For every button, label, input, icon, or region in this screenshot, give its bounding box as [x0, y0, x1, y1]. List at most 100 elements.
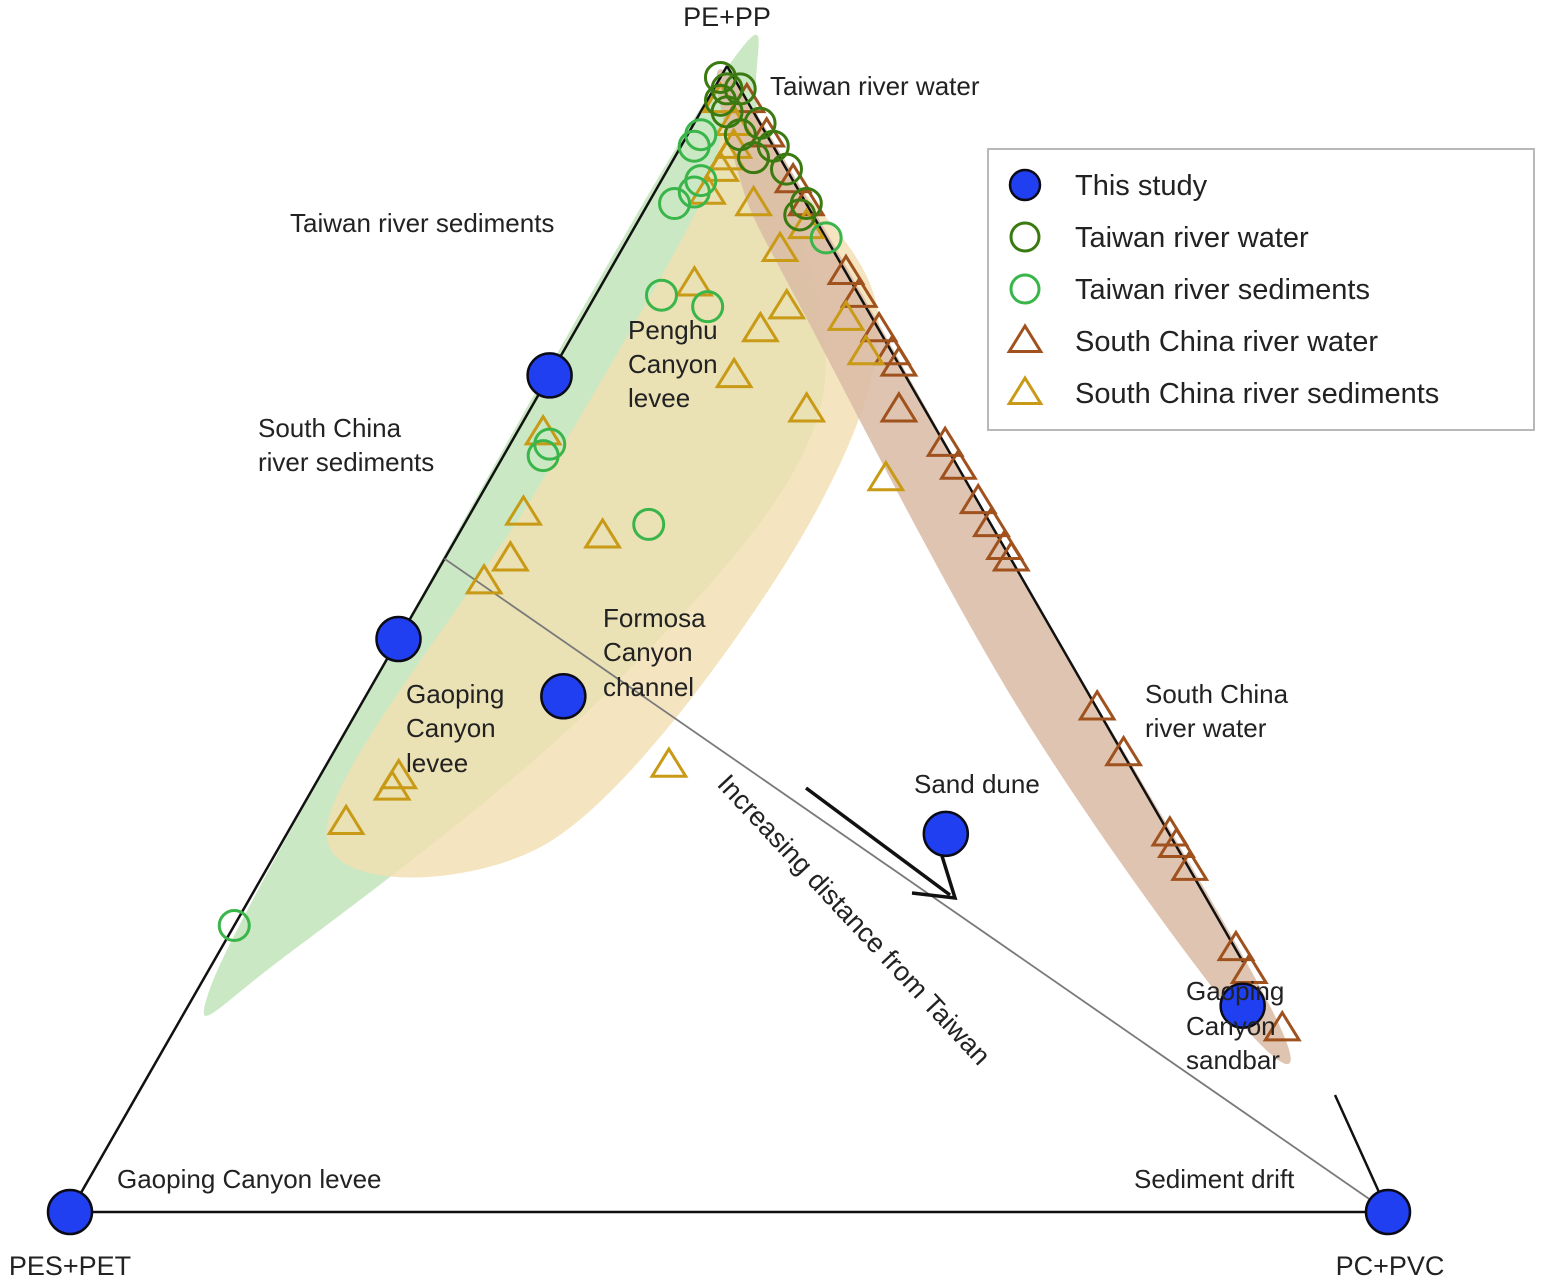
point-tw-sed-2	[677, 129, 711, 163]
annotation-formosa-line3: channel	[603, 672, 694, 702]
point-sc-water-9	[879, 345, 919, 377]
legend-marker-sc-sed	[1006, 375, 1044, 405]
point-sc-sed-19	[504, 494, 543, 526]
annotation-gaoping-canyon-levee-base: Gaoping Canyon levee	[117, 1164, 382, 1194]
legend-box	[987, 148, 1535, 431]
point-sc-water-20	[1156, 826, 1196, 858]
annotation-sc-water-line1: South China	[1145, 679, 1289, 709]
reference-line-layer	[443, 558, 1389, 1213]
point-tw-water-10	[769, 152, 803, 186]
point-sc-water-14	[971, 505, 1011, 538]
point-sc-sed-23	[649, 746, 689, 778]
legend-symbols	[1006, 168, 1044, 405]
legend-marker-tw-sed	[1009, 273, 1041, 305]
point-sc-sed-7	[734, 184, 774, 217]
point-sc-water-3	[773, 161, 813, 194]
annotation-sc-sediments-line1: South China	[258, 413, 402, 443]
point-sc-sed-6	[687, 173, 727, 205]
legend-label-taiwan-river-water: Taiwan river water	[1075, 222, 1309, 254]
annotation-taiwan-river-sediments: Taiwan river sediments	[290, 208, 554, 238]
annotation-gaoping-levee-line3: levee	[406, 748, 468, 778]
legend-label-this-study: This study	[1075, 170, 1208, 202]
annotation-penghu-line3: levee	[628, 383, 690, 413]
distance-arrow	[804, 786, 958, 901]
annotation-formosa-line2: Canyon	[603, 637, 693, 667]
arrow-shaft	[804, 786, 952, 897]
point-sc-sed-26	[326, 803, 366, 836]
legend-label-south-china-river-sediments: South China river sediments	[1075, 378, 1439, 410]
legend-marker-tw-water	[1009, 221, 1041, 253]
vertex-label-top: PE+PP	[683, 2, 771, 32]
point-sc-sed-10	[674, 264, 714, 297]
point-this-study-6	[46, 1188, 94, 1236]
band-sc-water-band	[716, 69, 1291, 1065]
point-sc-water-5	[826, 253, 866, 285]
point-this-study-2	[540, 673, 587, 720]
point-sc-water-24	[1262, 1009, 1302, 1042]
annotation-gaoping-sandbar-line3: sandbar	[1186, 1045, 1280, 1075]
point-sc-sed-13	[740, 310, 780, 343]
annotation-gaoping-sandbar-line1: Gaoping	[1186, 976, 1284, 1006]
point-sc-water-22	[1216, 929, 1256, 962]
annotation-gaoping-levee-line2: Canyon	[406, 713, 496, 743]
annotation-penghu-line2: Canyon	[628, 349, 718, 379]
point-tw-water-9	[737, 141, 771, 175]
point-sc-water-11	[925, 425, 965, 457]
point-this-study-7	[1364, 1188, 1412, 1236]
point-tw-sed-9	[526, 439, 560, 473]
annotation-sand-dune: Sand dune	[914, 769, 1040, 799]
point-sc-sed-20	[583, 517, 623, 549]
point-tw-sed-10	[632, 507, 666, 541]
point-tw-sed-6	[645, 278, 678, 312]
point-sc-sed-5	[701, 150, 741, 182]
point-this-study-4	[922, 810, 970, 858]
point-sc-water-12	[938, 448, 978, 480]
point-sc-water-13	[958, 482, 998, 515]
annotation-penghu-line1: Penghu	[628, 315, 718, 345]
point-sc-water-7	[859, 310, 899, 343]
point-sc-sed-16	[787, 390, 827, 423]
legend-marker-sc-water	[1006, 323, 1044, 353]
point-tw-sed-12	[809, 221, 843, 255]
point-sc-water-16	[991, 539, 1031, 572]
point-sc-sed-12	[826, 299, 866, 331]
point-sc-water-17	[1077, 688, 1117, 721]
annotation-sediment-drift: Sediment drift	[1134, 1164, 1295, 1194]
band-sc-sed-band	[326, 99, 880, 878]
point-sc-sed-14	[846, 333, 886, 366]
legend-label-taiwan-river-sediments: Taiwan river sediments	[1075, 274, 1370, 306]
point-this-study-3	[375, 615, 422, 663]
point-sc-sed-8	[786, 207, 826, 240]
legend-marker-this-study	[1008, 168, 1042, 202]
point-layer	[46, 60, 1412, 1236]
point-tw-sed-5	[658, 187, 692, 221]
annotation-sc-sediments-line2: river sediments	[258, 447, 434, 477]
point-sc-sed-21	[490, 539, 530, 572]
annotation-gaoping-levee-line1: Gaoping	[406, 679, 504, 709]
point-tw-sed-7	[691, 290, 725, 324]
point-tw-water-12	[783, 198, 817, 232]
point-sc-sed-9	[760, 230, 800, 263]
point-this-study-5	[1219, 982, 1266, 1029]
point-sc-sed-25	[372, 769, 412, 801]
vertex-label-bottom-left: PES+PET	[9, 1251, 131, 1281]
point-tw-sed-4	[677, 175, 711, 209]
vertex-label-bottom-right: PC+PVC	[1336, 1251, 1445, 1281]
point-sc-sed-22	[464, 562, 504, 595]
legend: This study Taiwan river water Taiwan riv…	[987, 148, 1535, 431]
arrow-head	[911, 855, 958, 901]
annotation-gaoping-sandbar-line2: Canyon	[1186, 1011, 1276, 1041]
point-this-study-1	[526, 352, 573, 399]
point-sc-water-18	[1104, 734, 1144, 767]
annotation-formosa-line1: Formosa	[603, 603, 706, 633]
point-sc-sed-15	[714, 356, 754, 389]
point-sc-water-10	[879, 390, 919, 423]
point-sc-sed-18	[866, 459, 906, 492]
annotation-sc-water-line2: river water	[1145, 713, 1267, 743]
point-sc-sed-11	[767, 287, 807, 320]
reference-line	[443, 558, 1389, 1213]
point-sc-water-21	[1170, 849, 1210, 881]
annotation-taiwan-river-water: Taiwan river water	[770, 71, 980, 101]
point-tw-sed-11	[217, 909, 251, 942]
